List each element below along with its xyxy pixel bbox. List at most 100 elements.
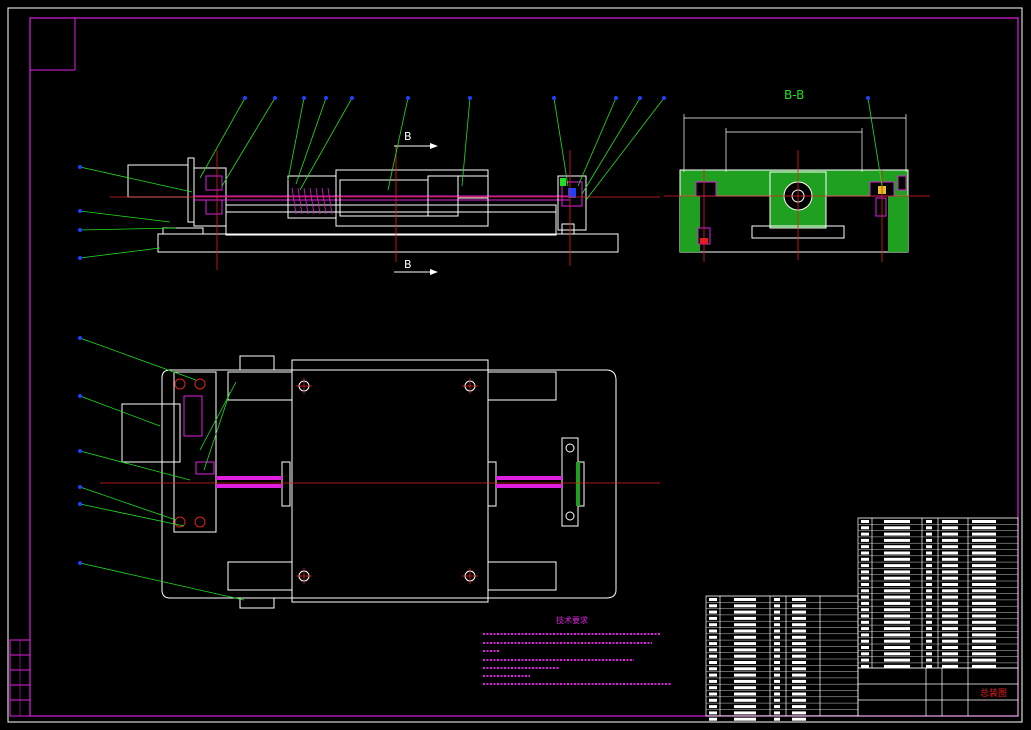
parts-list-cell-mark — [972, 570, 996, 574]
parts-list-cell-mark — [861, 614, 869, 618]
sheet-frame — [7, 7, 1023, 723]
parts-list-cell-mark — [709, 648, 717, 652]
parts-list-cell-mark — [972, 564, 996, 568]
top-view-leader-dots — [78, 336, 82, 565]
parts-list-cell-mark — [861, 589, 869, 593]
parts-list-cell-mark — [926, 627, 932, 631]
parts-list-cell-mark — [926, 614, 932, 618]
parts-list-cell-mark — [774, 629, 780, 633]
parts-list-cell-mark — [774, 692, 780, 696]
parts-list-cell-mark — [884, 614, 910, 618]
parts-list-cell-mark — [884, 646, 910, 649]
title-block — [857, 667, 1019, 717]
parts-list-cell-mark — [792, 698, 806, 702]
parts-list-cell-mark — [734, 698, 756, 702]
parts-list-cell-mark — [972, 583, 996, 586]
spring-hatch — [291, 187, 333, 215]
parts-list-cell-mark — [884, 545, 910, 549]
parts-list-cell-mark — [926, 526, 932, 530]
parts-list-cell-mark — [926, 520, 932, 523]
parts-list-cell-mark — [861, 576, 869, 580]
parts-list-cell-mark — [884, 620, 910, 624]
parts-list-cell-mark — [774, 598, 780, 601]
parts-list-cell-mark — [942, 627, 958, 631]
parts-list-cell-mark — [926, 646, 932, 649]
parts-list-cell-mark — [972, 545, 996, 549]
parts-list-cell-mark — [774, 661, 780, 664]
parts-list-cell-mark — [734, 616, 756, 620]
parts-list-cell-mark — [709, 711, 717, 715]
parts-list-cell-mark — [734, 686, 756, 690]
parts-list-cell-mark — [972, 639, 996, 643]
top-view-centerlines — [100, 378, 660, 584]
parts-list-cell-mark — [792, 661, 806, 664]
parts-list-cell-mark — [942, 633, 958, 637]
parts-list-cell-mark — [734, 635, 756, 639]
parts-list-cell-mark — [942, 564, 958, 568]
parts-list-cell-mark — [884, 658, 910, 662]
parts-list-cell-mark — [884, 589, 910, 593]
parts-list-cell-mark — [926, 608, 932, 612]
parts-list-cell-mark — [709, 629, 717, 633]
parts-list-cell-mark — [734, 654, 756, 658]
tech-requirements-title: 技术要求 — [556, 615, 588, 625]
parts-list-cell-mark — [792, 673, 806, 677]
parts-list-cell-mark — [926, 639, 932, 643]
parts-list-cell-mark — [861, 639, 869, 643]
section-leader — [866, 96, 883, 187]
parts-list-cell-mark — [972, 646, 996, 649]
parts-list-cell-mark — [792, 623, 806, 627]
parts-list-cell-mark — [709, 654, 717, 658]
section-view — [679, 169, 909, 253]
parts-list-cell-mark — [792, 711, 806, 715]
parts-list-cell-mark — [926, 557, 932, 561]
parts-list-cell-mark — [709, 698, 717, 702]
parts-list-cell-mark — [942, 532, 958, 536]
parts-list-cell-mark — [884, 564, 910, 568]
front-leaders — [79, 97, 665, 259]
parts-list-cell-mark — [734, 673, 756, 677]
front-leader-dots — [78, 96, 666, 260]
parts-list-cell-mark — [734, 642, 756, 646]
section-markers: B B — [394, 130, 438, 275]
parts-list-cell-mark — [734, 623, 756, 627]
parts-list-cell-mark — [734, 610, 756, 614]
parts-list-cell-mark — [926, 545, 932, 549]
parts-list-cell-mark — [709, 598, 717, 601]
parts-list-cell-mark — [942, 589, 958, 593]
parts-list-cell-mark — [972, 520, 996, 523]
parts-list-cell-mark — [926, 570, 932, 574]
parts-list-cell-mark — [709, 616, 717, 620]
parts-list-cell-mark — [734, 711, 756, 715]
parts-list-cell-mark — [861, 583, 869, 586]
parts-list-cell-mark — [709, 604, 717, 608]
parts-list-cell-mark — [926, 532, 932, 536]
parts-list-cell-mark — [734, 692, 756, 696]
parts-list-cell-mark — [884, 557, 910, 561]
parts-list-cell-mark — [926, 652, 932, 656]
parts-list-cell-mark — [972, 633, 996, 637]
parts-list-cell-mark — [884, 664, 910, 668]
parts-list-cell-mark — [792, 654, 806, 658]
parts-list-cell-mark — [972, 595, 996, 599]
tech-requirements-lines — [483, 633, 672, 685]
parts-list-cell-mark — [861, 664, 869, 668]
parts-list-cell-mark — [942, 639, 958, 643]
parts-list-cell-mark — [942, 545, 958, 549]
parts-list-cell-mark — [972, 532, 996, 536]
parts-list-cell-mark — [792, 629, 806, 633]
parts-list-cell-mark — [942, 570, 958, 574]
parts-list-cell-mark — [942, 652, 958, 656]
parts-list-cell-mark — [972, 652, 996, 656]
right-bearing-detail — [560, 178, 583, 207]
parts-list-cell-mark — [861, 545, 869, 549]
parts-list-cell-mark — [792, 679, 806, 683]
parts-list-cell-mark — [792, 616, 806, 620]
parts-list-cell-mark — [709, 686, 717, 690]
parts-list-cell-mark — [774, 667, 780, 671]
parts-list-cell-mark — [774, 711, 780, 715]
section-mark-bottom: B — [404, 258, 412, 271]
parts-list-cell-mark — [792, 635, 806, 639]
top-view-holes — [298, 380, 476, 582]
parts-list-cell-mark — [884, 633, 910, 637]
